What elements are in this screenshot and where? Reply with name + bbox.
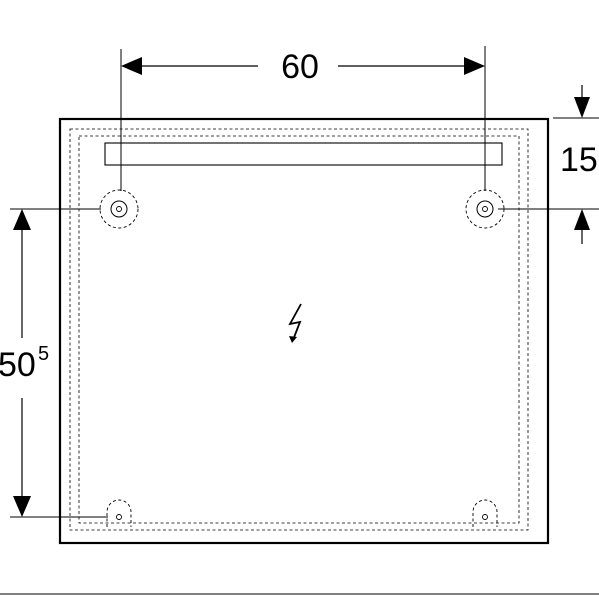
top-offset-dimension xyxy=(498,85,599,244)
height-label-superscript: 5 xyxy=(38,343,49,365)
lightning-icon xyxy=(288,303,302,343)
inner-dashed-border-outer xyxy=(69,128,529,531)
mounting-hole-top-left xyxy=(99,189,139,229)
height-dimension xyxy=(10,208,108,518)
height-label: 50 xyxy=(0,346,36,384)
top-offset-label: 15 xyxy=(560,141,598,179)
mounting-slot-bottom-right xyxy=(472,499,498,527)
mirror-outline xyxy=(58,117,550,545)
width-label: 60 xyxy=(281,48,319,86)
width-dimension xyxy=(120,46,486,191)
inner-dashed-border-inner xyxy=(78,135,520,524)
mounting-slot-bottom-left xyxy=(106,499,132,527)
light-strip xyxy=(104,142,503,166)
